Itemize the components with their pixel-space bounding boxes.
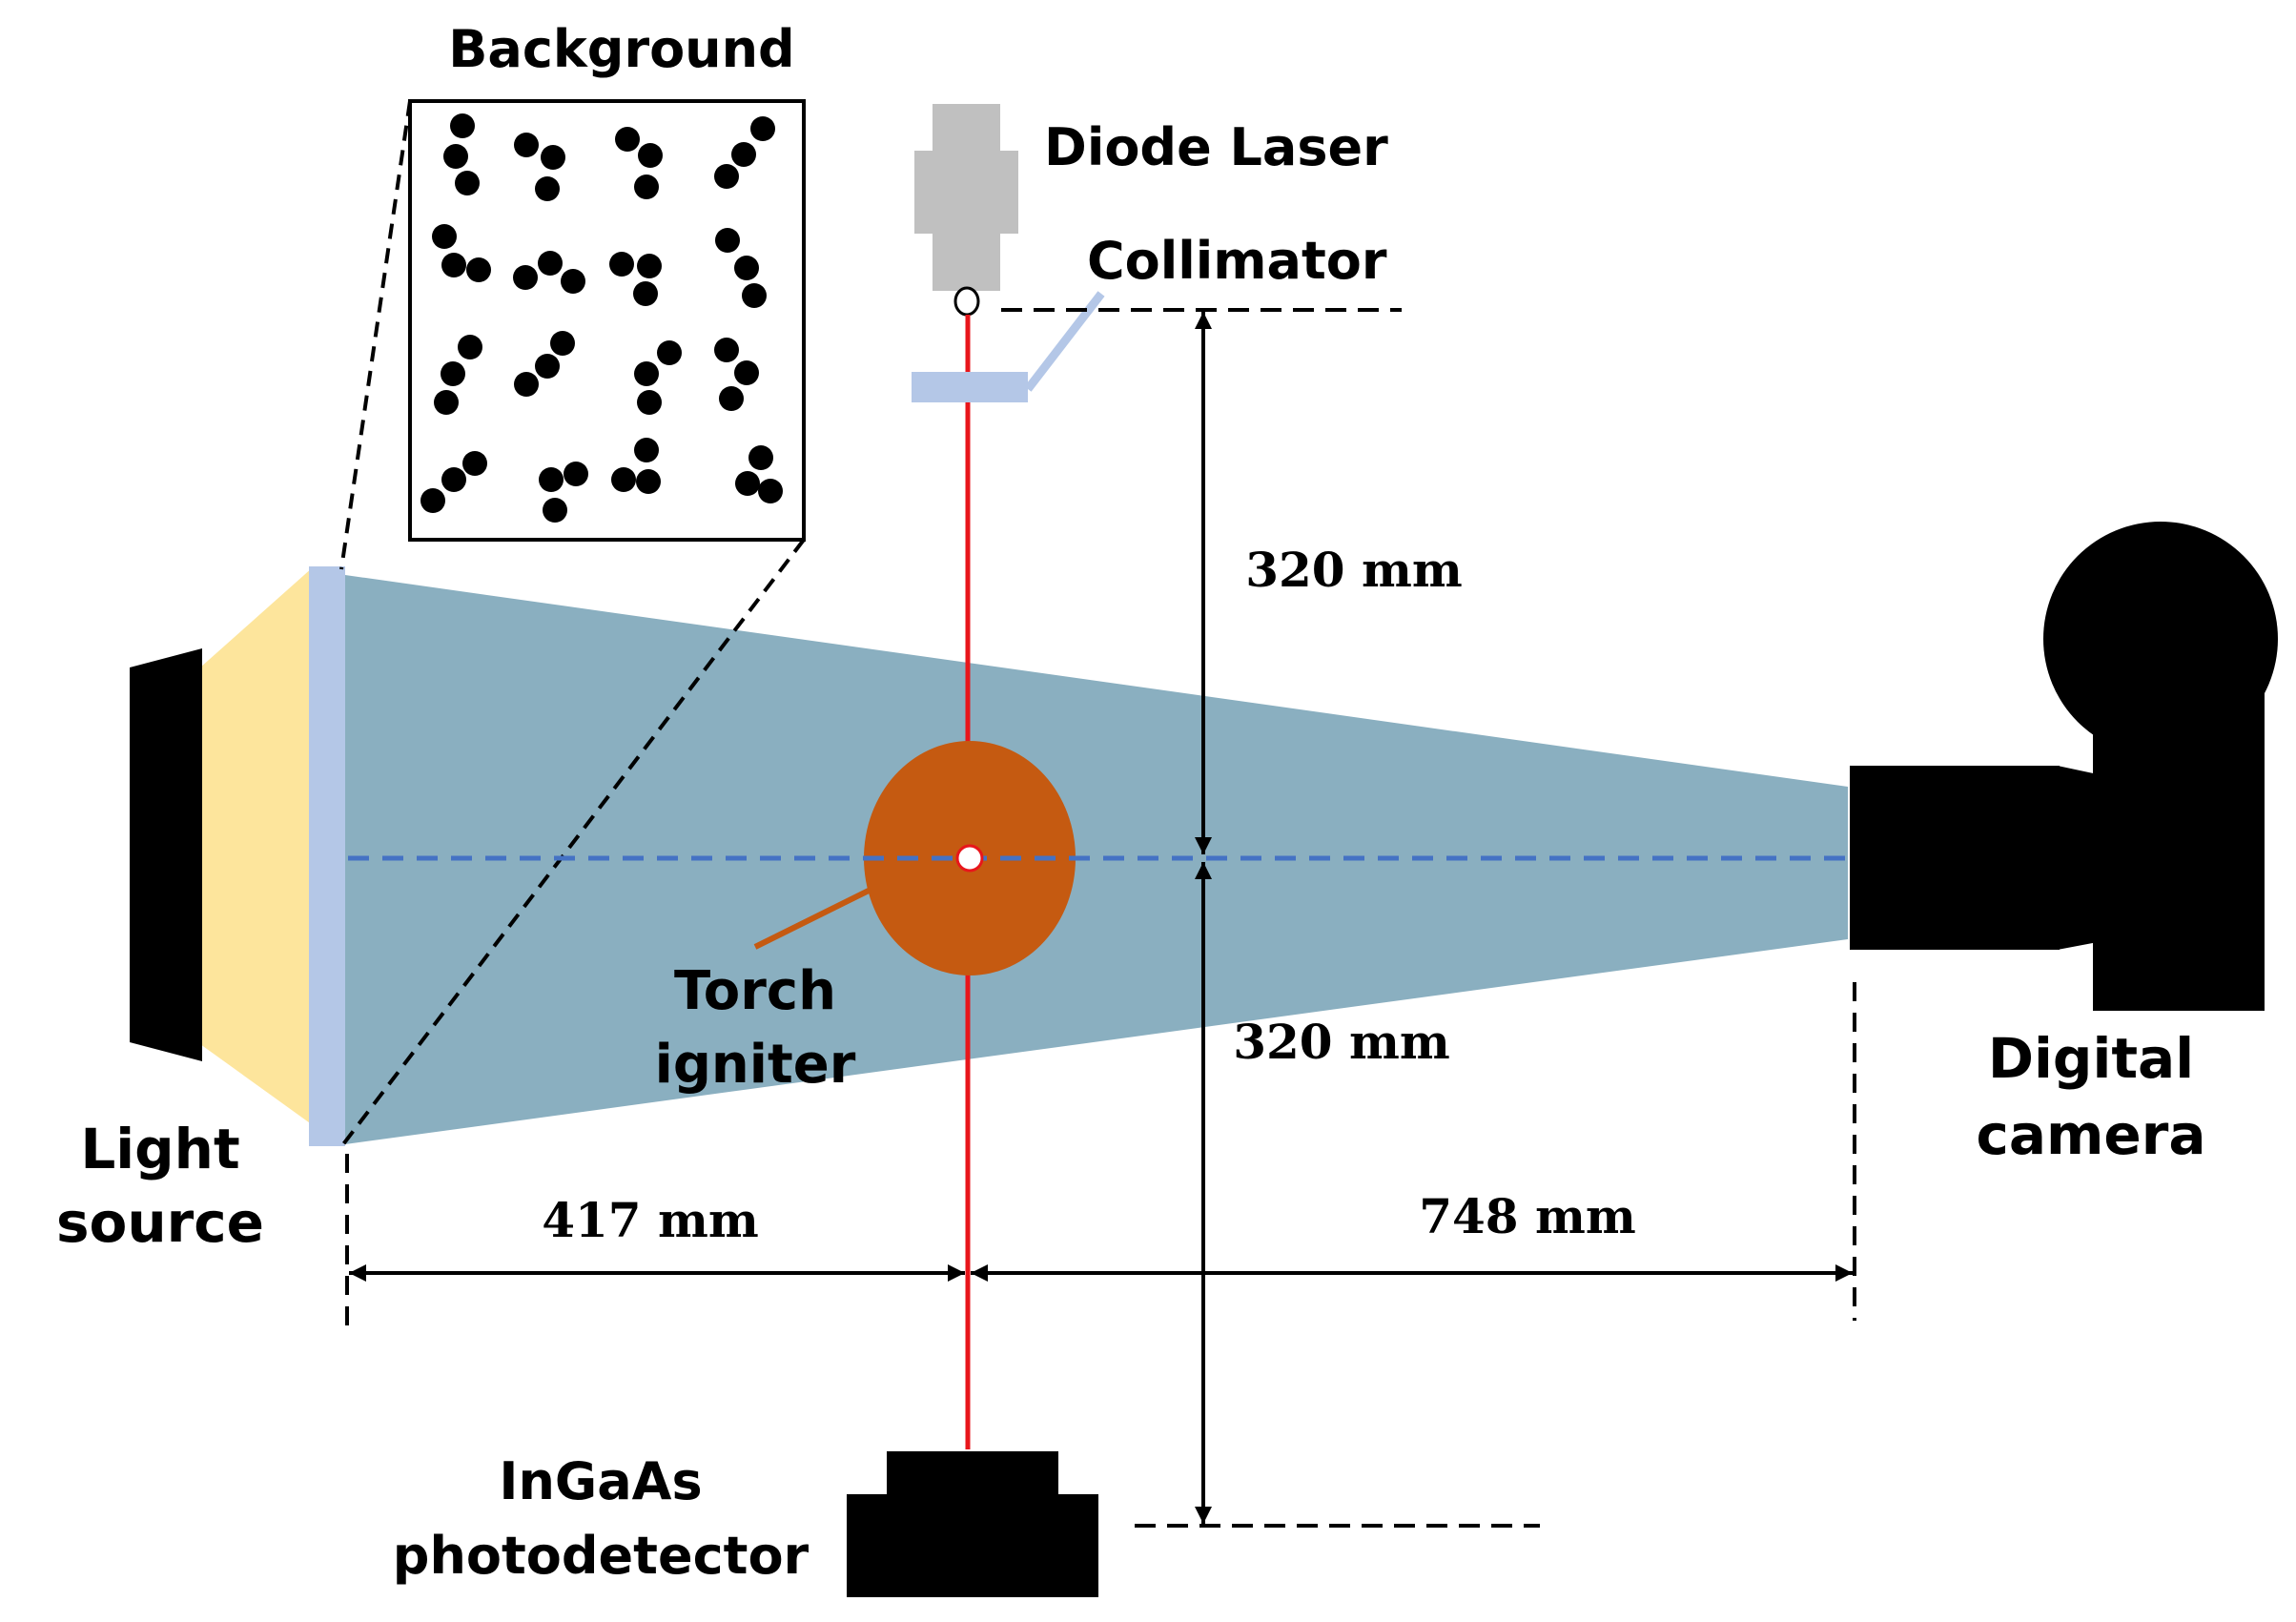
digital-camera-label-line1: Digital: [1988, 1026, 2194, 1091]
photodetector-label-line1: InGaAs: [499, 1451, 702, 1511]
laser-crossing-point: [955, 844, 984, 873]
torch-igniter-label-line2: igniter: [655, 1034, 856, 1096]
digital-camera-label-line2: camera: [1976, 1102, 2205, 1167]
laser-aperture: [953, 286, 980, 317]
diode-laser-body: [914, 104, 1018, 291]
lower-vertical-dimension-label: 320 mm: [1233, 1014, 1450, 1070]
left-horizontal-dimension-label: 417 mm: [542, 1192, 759, 1248]
field-of-view: [345, 575, 1848, 1144]
background-label: Background: [448, 19, 794, 79]
light-source-label-line1: Light: [80, 1117, 239, 1181]
torch-igniter-label-line1: Torch: [674, 960, 836, 1022]
photodetector-body: [847, 1451, 1098, 1597]
collimator-label: Collimator: [1087, 231, 1387, 291]
light-source-label-line2: source: [56, 1190, 264, 1255]
collimator-lens: [912, 372, 1028, 402]
torch-igniter-pointer: [753, 887, 872, 950]
light-glow: [200, 567, 313, 1125]
digital-camera: [1850, 522, 2278, 1011]
zoom-line-bottom: [341, 538, 806, 1146]
collimator-pointer: [1024, 291, 1105, 392]
diffuser-panel: [309, 566, 345, 1146]
diode-laser-label: Diode Laser: [1044, 117, 1388, 177]
right-horizontal-dimension-label: 748 mm: [1419, 1188, 1636, 1244]
background-pattern: [408, 99, 806, 542]
photodetector-label-line2: photodetector: [393, 1526, 810, 1586]
zoom-line-top: [339, 100, 412, 570]
light-source-lamp: [130, 648, 202, 1061]
upper-vertical-dimension-label: 320 mm: [1245, 542, 1463, 598]
